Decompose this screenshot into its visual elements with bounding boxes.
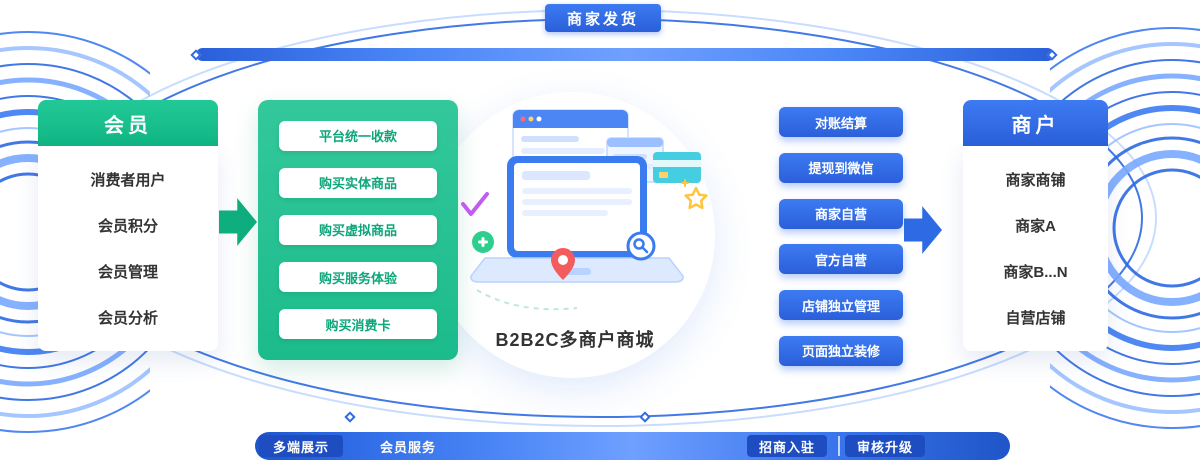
member-panel: 会员 消费者用户 会员积分 会员管理 会员分析: [38, 100, 218, 351]
decorative-swirl-right: [1050, 27, 1200, 429]
member-item: 会员积分: [97, 217, 158, 235]
purchase-actions-column: 平台统一收款 购买实体商品 购买虚拟商品 购买服务体验 购买消费卡: [258, 100, 458, 360]
laptop-icon: [470, 156, 684, 283]
purchase-action: 购买虚拟商品: [279, 214, 437, 245]
search-icon: [626, 231, 656, 261]
merchant-action: 店铺独立管理: [779, 290, 903, 321]
laptop-illustration: [461, 109, 708, 311]
bottom-bar: 多端展示 会员服务 招商入驻 审核升级: [255, 432, 1010, 460]
location-pin-icon: [551, 248, 575, 280]
bottom-chip-multi-terminal: 多端展示: [259, 435, 343, 457]
star-icon: [681, 179, 708, 210]
merchant-item: 商家A: [1015, 217, 1056, 235]
merchant-action: 提现到微信: [779, 152, 903, 183]
purchase-action: 平台统一收款: [279, 120, 437, 151]
purchase-action: 购买服务体验: [279, 262, 437, 293]
bottom-chip-review-upgrade: 审核升级: [845, 435, 925, 457]
merchant-item: 自营店铺: [1005, 310, 1066, 328]
merchant-panel: 商户 商家商铺 商家A 商家B...N 自营店铺: [963, 100, 1108, 351]
merchant-actions-column: 对账结算 提现到微信 商家自营 官方自营 店铺独立管理 页面独立装修: [779, 107, 903, 366]
merchant-action: 对账结算: [779, 107, 903, 137]
plus-icon: [472, 231, 494, 253]
merchant-action: 页面独立装修: [779, 335, 903, 366]
bottom-label-member-service: 会员服务: [379, 439, 436, 455]
top-connector-bar: [196, 48, 1054, 61]
member-item: 会员管理: [97, 264, 158, 282]
credit-card-icon: [653, 152, 701, 183]
merchant-action: 商家自营: [779, 198, 903, 229]
merchant-panel-body: 商家商铺 商家A 商家B...N 自营店铺: [963, 146, 1108, 351]
merchant-action: 官方自营: [779, 244, 903, 275]
member-item: 会员分析: [97, 310, 158, 328]
purchase-action: 购买实体商品: [279, 167, 437, 198]
checkmark-icon: [461, 192, 489, 216]
center-caption: B2B2C多商户商城: [495, 330, 655, 350]
purchase-action: 购买消费卡: [279, 309, 437, 340]
top-badge-merchant-shipping: 商家发货: [545, 4, 661, 32]
bottom-divider: [838, 436, 840, 456]
merchant-panel-title: 商户: [963, 100, 1108, 146]
bottom-chip-merchant-onboarding: 招商入驻: [747, 435, 827, 457]
merchant-item: 商家商铺: [1005, 171, 1066, 189]
member-item: 消费者用户: [90, 171, 166, 189]
merchant-item: 商家B...N: [1003, 264, 1068, 282]
member-panel-body: 消费者用户 会员积分 会员管理 会员分析: [38, 146, 218, 351]
member-panel-title: 会员: [38, 100, 218, 146]
